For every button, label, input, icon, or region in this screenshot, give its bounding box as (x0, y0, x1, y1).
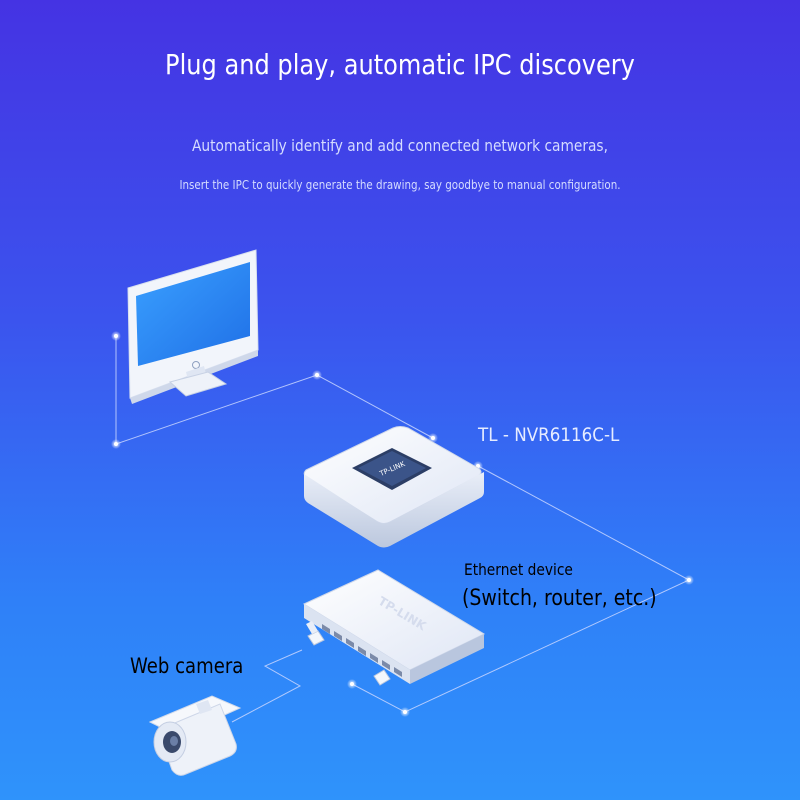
connector-dots (111, 331, 694, 717)
nvr-model-label: TL - NVR6116C-L (478, 424, 620, 446)
switch-icon: TP-LINK (302, 569, 486, 684)
page-title: Plug and play, automatic IPC discovery (165, 48, 635, 81)
bullet-camera-icon (148, 695, 242, 776)
nvr-box-icon: TP-LINK (303, 426, 484, 548)
subtitle-line-2: Insert the IPC to quickly generate the d… (179, 178, 621, 192)
nvr-to-switch-line (351, 465, 691, 713)
switch-to-camera-line (231, 649, 303, 723)
connector-lines (115, 336, 691, 723)
web-camera-label: Web camera (130, 654, 244, 678)
monitor-to-nvr-line (115, 336, 434, 445)
subtitle-line-1: Automatically identify and add connected… (192, 136, 608, 155)
monitor-icon (127, 249, 259, 404)
cable-plug-icon (306, 621, 391, 686)
ethernet-device-label: Ethernet device (464, 560, 573, 579)
ethernet-device-sublabel: (Switch, router, etc.) (462, 586, 657, 611)
